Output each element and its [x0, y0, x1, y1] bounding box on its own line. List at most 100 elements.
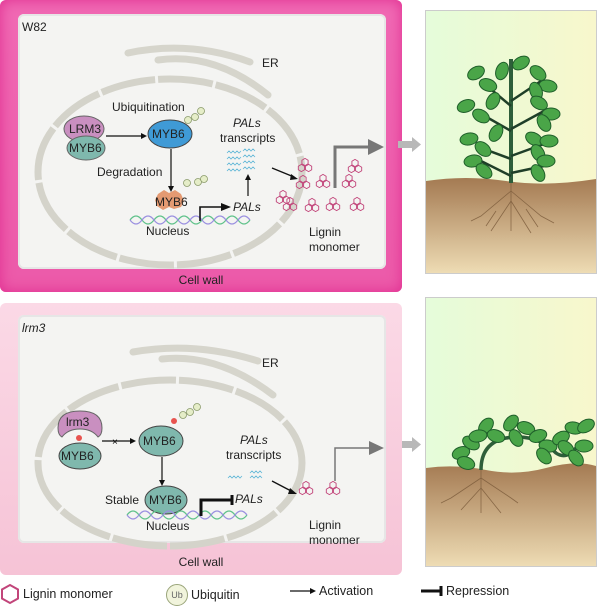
myb6-bound-protein — [58, 442, 102, 470]
leaf — [474, 141, 492, 157]
myb6-label: MYB6 — [143, 434, 176, 448]
transcripts-label: transcripts — [220, 131, 276, 145]
leaf — [468, 429, 488, 443]
leaf — [486, 429, 506, 443]
leaf — [459, 132, 479, 146]
leaf — [456, 456, 476, 470]
legend: Lignin monomer Ub Ubiquitin Activation R… — [0, 580, 600, 615]
nucleus-envelope — [34, 75, 306, 269]
lignin-monomer-cluster — [275, 189, 291, 205]
leaf — [478, 78, 498, 92]
lignin-monomer-cluster — [304, 197, 320, 213]
lignin-monomer-cluster — [282, 196, 298, 212]
nucleus-envelope — [34, 376, 306, 550]
leaf — [456, 99, 476, 113]
er-icon — [129, 344, 277, 399]
ubiquitin-icon: Ub — [166, 584, 188, 606]
leaf — [536, 154, 556, 168]
pals-transcripts-title: PALs — [240, 433, 268, 447]
upright-plant-icon — [456, 55, 561, 183]
myb6-bound-protein — [66, 135, 106, 161]
legend-ubiquitin: Ub Ubiquitin — [166, 584, 240, 606]
ubiquitin-chain-icon — [184, 107, 205, 124]
monomer-label: monomer — [309, 533, 360, 547]
leaf — [475, 163, 493, 179]
lrm3-mutant-protein — [57, 410, 103, 438]
nucleus-label: Nucleus — [146, 224, 190, 238]
lignin-hexagon-icon — [1, 583, 19, 605]
myb6-stable-protein — [144, 485, 188, 515]
er-label: ER — [262, 356, 279, 370]
pals-transcripts-title: PALs — [233, 116, 261, 130]
dna-helix-icon — [126, 510, 248, 520]
mutant-panel: × lrm3 ER lrm3 MYB6 MYB6 Stable MYB6 PAL… — [0, 303, 402, 575]
lignin-monomer-cluster — [347, 158, 363, 174]
leaf — [467, 65, 485, 81]
monomer-label: monomer — [309, 240, 360, 254]
leaf — [574, 439, 594, 453]
legend-lignin-label: Lignin monomer — [23, 587, 113, 601]
lignin-monomer-cluster — [298, 480, 314, 496]
pals-transcripts-icon — [226, 148, 256, 172]
legend-ubiquitin-label: Ubiquitin — [191, 588, 240, 602]
stable-label: Stable — [105, 493, 140, 507]
activation-arrow-icon — [290, 588, 316, 594]
leaf — [577, 418, 595, 434]
leaf — [530, 164, 546, 182]
legend-repression: Repression — [421, 584, 509, 598]
degraded-myb6-label: MYB6 — [155, 195, 188, 209]
lignin-monomer-cluster — [325, 480, 341, 496]
leaf — [530, 95, 548, 111]
lignin-monomer-cluster — [325, 196, 341, 212]
legend-repression-label: Repression — [446, 584, 510, 598]
blocked-x-icon: × — [112, 437, 118, 448]
genotype-label: lrm3 — [22, 321, 46, 335]
leaf — [539, 134, 559, 148]
myb6-ubiquitinated — [147, 119, 193, 149]
stable-myb6-label: MYB6 — [149, 493, 182, 507]
lignin-monomer-cluster — [341, 173, 357, 189]
upright-plant-panel — [425, 10, 597, 274]
leaf — [508, 429, 524, 447]
leaf — [568, 449, 584, 467]
myb6-complex-label: MYB6 — [69, 141, 102, 155]
roots-icon — [470, 183, 555, 234]
leaf — [503, 414, 519, 432]
ubiquitin-chain-icon — [179, 403, 201, 419]
lignin-monomer-cluster — [295, 174, 311, 190]
legend-activation: Activation — [290, 584, 373, 598]
lignin-monomer-cluster — [315, 173, 331, 189]
lignin-label: Lignin — [309, 518, 342, 532]
myb6-label: MYB6 — [152, 127, 185, 141]
pals-transcripts-icon — [227, 470, 263, 479]
lignin-monomer-cluster-group — [298, 480, 341, 496]
top-diagram — [34, 44, 384, 269]
lodging-plant-icon — [451, 414, 595, 471]
wild-type-panel: W82 ER LRM3 MYB6 Ubiquitination MYB6 Deg… — [0, 0, 402, 292]
legend-activation-label: Activation — [319, 584, 374, 598]
leaf — [536, 447, 552, 465]
lodging-plant-panel — [425, 297, 597, 567]
roots-icon — [440, 470, 519, 514]
genotype-label: W82 — [22, 20, 47, 34]
er-icon — [124, 44, 272, 99]
transcripts-label: transcripts — [226, 448, 282, 462]
degraded-myb6-icon — [155, 190, 184, 210]
dna-helix-icon — [129, 215, 251, 225]
leaf — [472, 108, 490, 124]
lignin-label: Lignin — [309, 225, 342, 239]
free-ubiquitin-icon — [183, 175, 208, 187]
soil — [426, 463, 596, 566]
myb6-complex-label: MYB6 — [61, 449, 94, 463]
cell-wall-label: Cell wall — [178, 273, 224, 287]
mutation-site-icon — [76, 435, 82, 441]
lrm3-label: LRM3 — [69, 122, 102, 136]
nucleus-label: Nucleus — [146, 519, 190, 533]
leaf — [463, 154, 483, 168]
mutation-site-icon — [171, 418, 177, 424]
leaf — [529, 65, 547, 81]
leaf — [495, 61, 509, 81]
er-label: ER — [262, 56, 279, 70]
degradation-label: Degradation — [97, 165, 163, 179]
leaf — [536, 114, 552, 132]
